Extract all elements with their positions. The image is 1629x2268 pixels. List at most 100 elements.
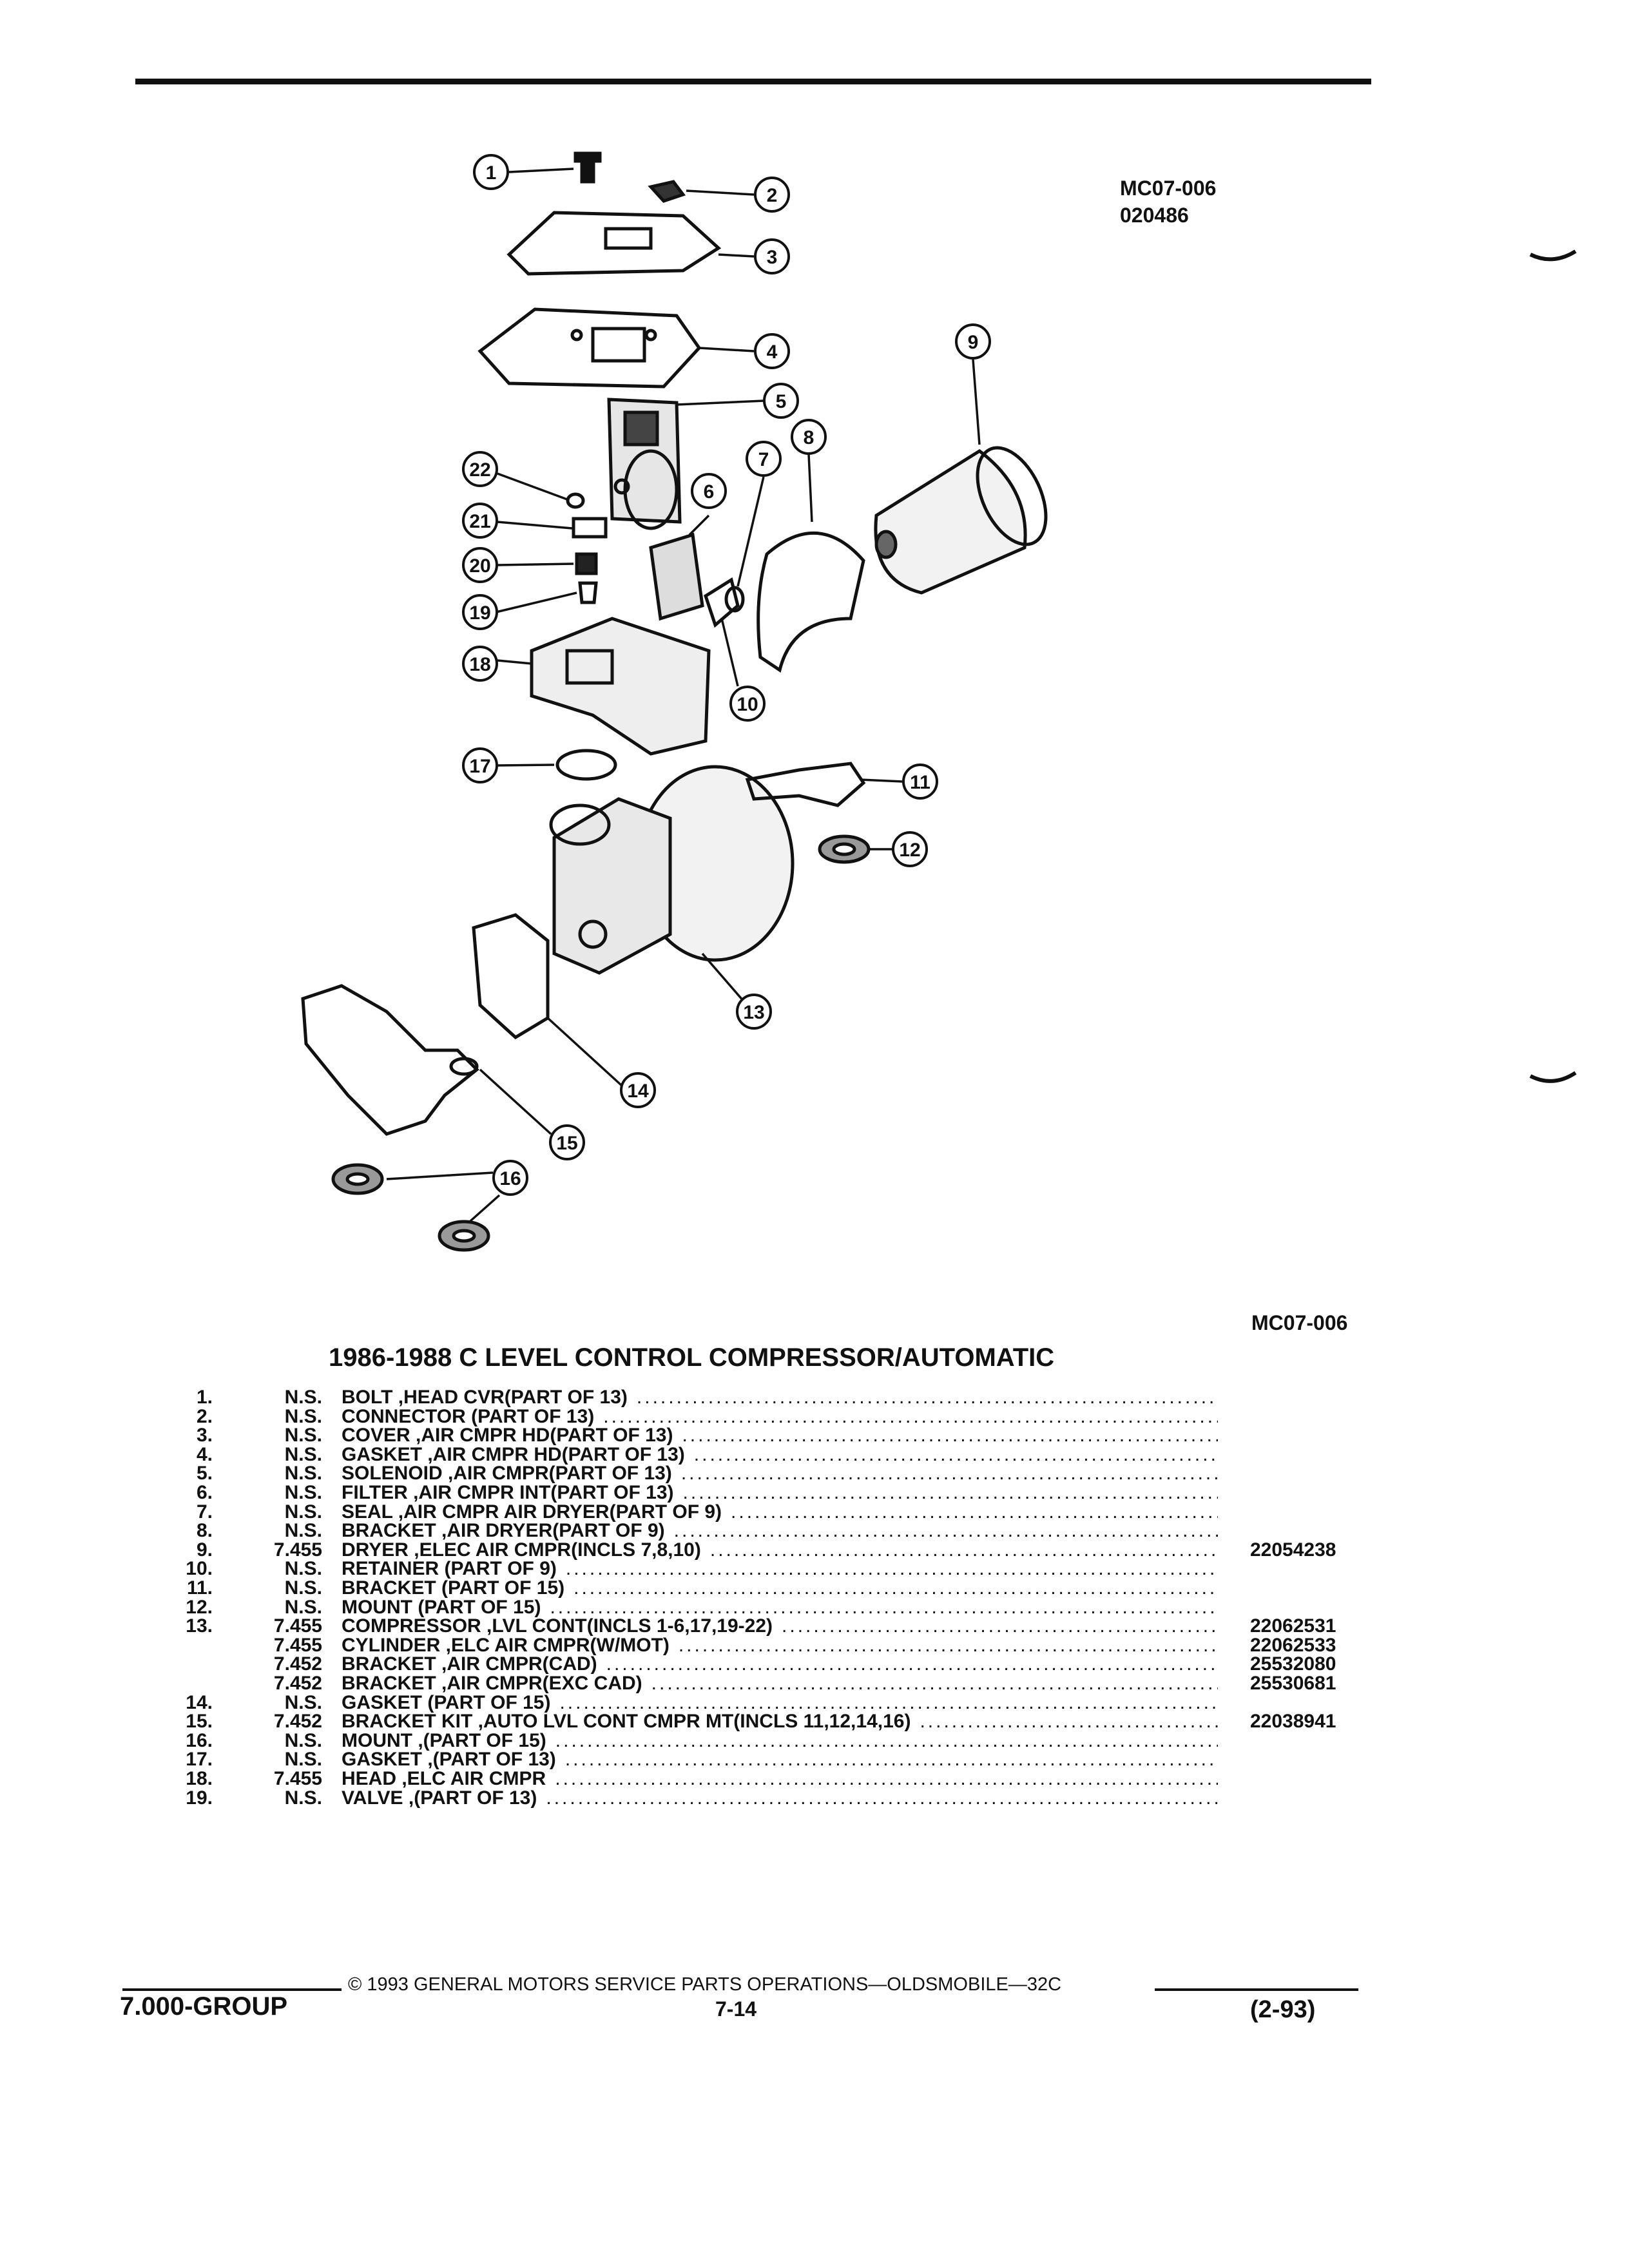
group-code: N.S. <box>284 1729 322 1751</box>
part-description: SEAL ,AIR CMPR AIR DRYER(PART OF 9) <box>342 1501 722 1523</box>
parts-row: 11.N.S.BRACKET (PART OF 15).............… <box>0 1577 1629 1600</box>
dot-leader: ........................................… <box>603 1405 1218 1427</box>
parts-row: 1.N.S.BOLT ,HEAD CVR(PART OF 13)........… <box>0 1387 1629 1410</box>
svg-text:15: 15 <box>556 1133 577 1154</box>
part-description: FILTER ,AIR CMPR INT(PART OF 13) <box>342 1482 674 1503</box>
svg-text:6: 6 <box>704 481 715 503</box>
callout-3: 3 <box>754 238 790 274</box>
svg-text:20: 20 <box>469 555 490 577</box>
parts-row: 16.N.S.MOUNT ,(PART OF 15)..............… <box>0 1730 1629 1753</box>
dot-leader: ........................................… <box>693 1443 1218 1465</box>
callout-5: 5 <box>763 383 799 419</box>
callout-14: 14 <box>620 1072 656 1108</box>
svg-text:16: 16 <box>499 1168 521 1189</box>
svg-text:21: 21 <box>469 511 490 532</box>
part-description: COVER ,AIR CMPR HD(PART OF 13) <box>342 1425 673 1446</box>
svg-text:4: 4 <box>767 341 778 363</box>
item-number: 10. <box>186 1558 213 1580</box>
svg-text:13: 13 <box>743 1002 764 1023</box>
callout-20: 20 <box>462 547 498 583</box>
callout-11: 11 <box>902 764 938 800</box>
parts-row: 18. 7.455 HEAD ,ELC AIR CMPR..............… <box>0 1768 1629 1791</box>
callout-7: 7 <box>746 441 782 477</box>
dot-leader: ........................................… <box>682 1482 1218 1503</box>
group-code: N.S. <box>284 1463 322 1485</box>
item-number: 4. <box>196 1443 213 1465</box>
parts-row: 7.N.S.SEAL ,AIR CMPR AIR DRYER(PART OF 9… <box>0 1501 1629 1524</box>
callout-22: 22 <box>462 451 498 487</box>
group-code: N.S. <box>284 1443 322 1465</box>
item-number: 18. <box>186 1768 213 1789</box>
part-description: MOUNT ,(PART OF 15) <box>342 1729 546 1751</box>
callout-21: 21 <box>462 503 498 539</box>
group-code: N.S. <box>284 1520 322 1542</box>
item-number: 11. <box>186 1577 213 1599</box>
page-title: 1986-1988 C LEVEL CONTROL COMPRESSOR/AUT… <box>329 1343 1055 1372</box>
group-code: 7.452 <box>273 1653 322 1675</box>
part-description: BRACKET (PART OF 15) <box>342 1577 565 1599</box>
top-rule <box>135 79 1371 84</box>
dot-leader: ........................................… <box>555 1768 1218 1789</box>
group-code: N.S. <box>284 1501 322 1523</box>
svg-text:3: 3 <box>767 247 778 268</box>
callout-17: 17 <box>462 747 498 783</box>
item-number: 14. <box>186 1691 213 1713</box>
svg-text:9: 9 <box>968 332 979 353</box>
part-number: 22062531 <box>1250 1615 1336 1637</box>
part-number: 25530681 <box>1250 1673 1336 1694</box>
part-number: 22062533 <box>1250 1634 1336 1656</box>
group-code: N.S. <box>284 1425 322 1446</box>
parts-row: 2.N.S.CONNECTOR (PART OF 13)............… <box>0 1406 1629 1429</box>
parts-row: 5.N.S.SOLENOID ,AIR CMPR(PART OF 13)....… <box>0 1463 1629 1486</box>
svg-text:10: 10 <box>737 694 758 715</box>
svg-text:5: 5 <box>776 391 787 412</box>
svg-text:1: 1 <box>486 162 497 184</box>
group-code: N.S. <box>284 1482 322 1503</box>
part-description: BRACKET ,AIR CMPR(EXC CAD) <box>342 1673 642 1694</box>
part-description: CONNECTOR (PART OF 13) <box>342 1405 595 1427</box>
group-code: N.S. <box>284 1577 322 1599</box>
group-code: N.S. <box>284 1691 322 1713</box>
group-code: 7.452 <box>273 1673 322 1694</box>
part-description: BRACKET ,AIR CMPR(CAD) <box>342 1653 597 1675</box>
group-code: 7.452 <box>273 1711 322 1733</box>
group-code: N.S. <box>284 1596 322 1618</box>
dot-leader: ........................................… <box>682 1425 1218 1446</box>
item-number: 3. <box>196 1425 213 1446</box>
callout-15: 15 <box>549 1124 585 1160</box>
item-number: 15. <box>186 1711 213 1733</box>
footer-rule-left <box>122 1988 342 1991</box>
parts-row: 6.N.S.FILTER ,AIR CMPR INT(PART OF 13)..… <box>0 1482 1629 1505</box>
item-number: 13. <box>186 1615 213 1637</box>
svg-text:22: 22 <box>469 459 490 481</box>
parts-row: 3. N.S. COVER ,AIR CMPR HD(PART OF 13)....… <box>0 1425 1629 1448</box>
part-description: DRYER ,ELEC AIR CMPR(INCLS 7,8,10) <box>342 1539 701 1561</box>
footer-copyright: © 1993 GENERAL MOTORS SERVICE PARTS OPER… <box>348 1974 1062 1995</box>
part-description: HEAD ,ELC AIR CMPR <box>342 1768 546 1789</box>
item-number: 5. <box>196 1463 213 1485</box>
callout-6: 6 <box>691 473 727 509</box>
part-description: CYLINDER ,ELC AIR CMPR(W/MOT) <box>342 1634 670 1656</box>
part-description: BRACKET ,AIR DRYER(PART OF 9) <box>342 1520 665 1542</box>
part-number: 25532080 <box>1250 1653 1336 1675</box>
item-number: 1. <box>196 1387 213 1408</box>
dot-leader: ........................................… <box>564 1749 1218 1771</box>
dot-leader: ........................................… <box>636 1387 1218 1408</box>
dot-leader: ........................................… <box>555 1729 1218 1751</box>
parts-row: 19.N.S.VALVE ,(PART OF 13)..............… <box>0 1787 1629 1811</box>
footer-rule-right <box>1155 1988 1358 1991</box>
callout-9: 9 <box>955 323 991 360</box>
item-number: 12. <box>186 1596 213 1618</box>
svg-text:14: 14 <box>627 1081 649 1102</box>
group-code: 7.455 <box>273 1768 322 1789</box>
parts-row: 4.N.S.GASKET ,AIR CMPR HD(PART OF 13)...… <box>0 1444 1629 1467</box>
part-description: GASKET ,(PART OF 13) <box>342 1749 556 1771</box>
exploded-parts-diagram: 1 2 3 4 5 6 7 8 9 10 11 12 13 14 15 16 1… <box>301 151 1577 1252</box>
dot-leader: ...................................... <box>920 1711 1218 1733</box>
parts-row: 12.N.S.MOUNT (PART OF 15)...............… <box>0 1597 1629 1620</box>
figure-date-code: 020486 <box>1120 204 1189 227</box>
dot-leader: ........................................… <box>782 1615 1218 1637</box>
